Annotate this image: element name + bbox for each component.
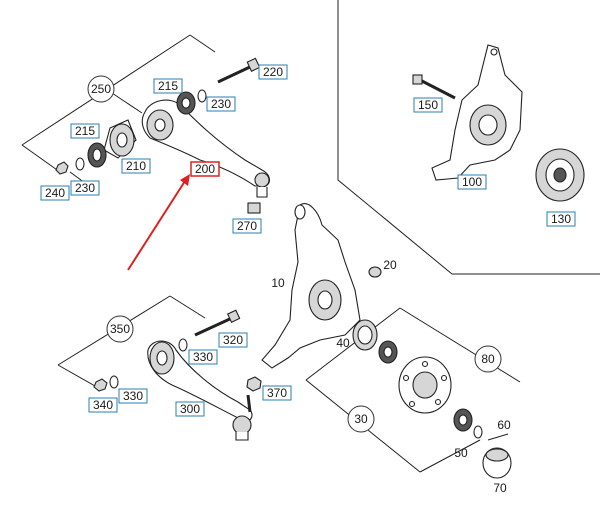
label-330-left: 330 <box>118 388 148 404</box>
svg-text:70: 70 <box>493 481 507 495</box>
washer-50 <box>473 425 483 439</box>
highlight-arrow <box>127 174 190 271</box>
callout-80: 80 <box>474 345 502 373</box>
bearing-215-right <box>176 91 196 115</box>
washer-330-right <box>178 338 188 352</box>
svg-text:330: 330 <box>193 350 213 364</box>
callout-20: 20 <box>383 258 397 272</box>
label-340: 340 <box>88 397 118 413</box>
svg-text:300: 300 <box>180 402 200 416</box>
svg-text:240: 240 <box>45 186 65 200</box>
bolt-220 <box>217 57 261 84</box>
label-300: 300 <box>175 401 205 417</box>
svg-text:100: 100 <box>462 175 482 189</box>
label-215-left: 215 <box>70 123 100 139</box>
svg-text:10: 10 <box>271 276 285 290</box>
nut-270 <box>247 202 261 214</box>
callout-10: 10 <box>271 276 285 290</box>
callout-60: 60 <box>497 418 511 432</box>
svg-text:150: 150 <box>418 98 438 112</box>
bushing-210 <box>103 119 137 159</box>
svg-text:130: 130 <box>551 212 571 226</box>
label-210: 210 <box>121 158 151 174</box>
wheel-hub-30 <box>398 356 452 414</box>
svg-text:350: 350 <box>110 322 130 336</box>
bearing-50 <box>453 408 473 432</box>
svg-text:270: 270 <box>237 219 257 233</box>
svg-text:230: 230 <box>75 181 95 195</box>
callout-30: 30 <box>347 405 375 433</box>
nut-370 <box>246 376 262 392</box>
svg-text:250: 250 <box>91 82 111 96</box>
svg-text:330: 330 <box>123 389 143 403</box>
label-320: 320 <box>218 332 248 348</box>
nut-340 <box>93 378 108 392</box>
label-215-top: 215 <box>153 78 183 94</box>
nut-20 <box>368 266 382 278</box>
knuckle-10 <box>261 203 361 369</box>
label-230-left: 230 <box>70 180 100 196</box>
pin-60 <box>487 433 509 441</box>
svg-text:215: 215 <box>158 79 178 93</box>
arm-300 <box>147 340 253 441</box>
dust-cap-70 <box>482 447 512 479</box>
label-150: 150 <box>413 97 443 113</box>
svg-text:20: 20 <box>383 258 397 272</box>
control-arm-200 <box>141 99 271 198</box>
svg-text:370: 370 <box>267 386 287 400</box>
seal-40 <box>352 319 378 351</box>
callout-350: 350 <box>106 315 134 343</box>
svg-text:215: 215 <box>75 124 95 138</box>
label-270: 270 <box>232 218 262 234</box>
steering-knuckle-100 <box>431 44 523 181</box>
svg-text:50: 50 <box>454 446 468 460</box>
callout-70: 70 <box>493 481 507 495</box>
label-370: 370 <box>262 385 292 401</box>
svg-text:60: 60 <box>497 418 511 432</box>
label-330-right: 330 <box>188 349 218 365</box>
label-230-top: 230 <box>206 96 236 112</box>
nut-240 <box>55 161 69 175</box>
hub-bearing-130 <box>535 148 585 202</box>
callout-50: 50 <box>454 446 468 460</box>
svg-text:230: 230 <box>211 97 231 111</box>
label-130: 130 <box>546 211 576 227</box>
bolt-150 <box>412 74 456 100</box>
svg-text:320: 320 <box>223 333 243 347</box>
svg-text:40: 40 <box>336 336 350 350</box>
svg-text:340: 340 <box>93 398 113 412</box>
bearing-40b <box>378 340 398 364</box>
callout-40: 40 <box>336 336 350 350</box>
washer-230-right <box>197 89 207 103</box>
svg-text:220: 220 <box>263 65 283 79</box>
washer-330-left <box>109 375 119 389</box>
label-100: 100 <box>457 174 487 190</box>
label-240: 240 <box>40 185 70 201</box>
label-220: 220 <box>258 64 288 80</box>
bearing-215-left <box>87 142 107 168</box>
svg-text:210: 210 <box>126 159 146 173</box>
bolt-320 <box>194 309 241 337</box>
callout-250: 250 <box>87 75 115 103</box>
ball-stud-300 <box>246 394 252 413</box>
svg-text:200: 200 <box>195 162 215 176</box>
inset-frame <box>337 0 600 275</box>
washer-230-left <box>75 157 85 171</box>
label-200-highlighted: 200 <box>190 161 220 177</box>
svg-text:30: 30 <box>354 412 368 426</box>
svg-text:80: 80 <box>481 352 495 366</box>
